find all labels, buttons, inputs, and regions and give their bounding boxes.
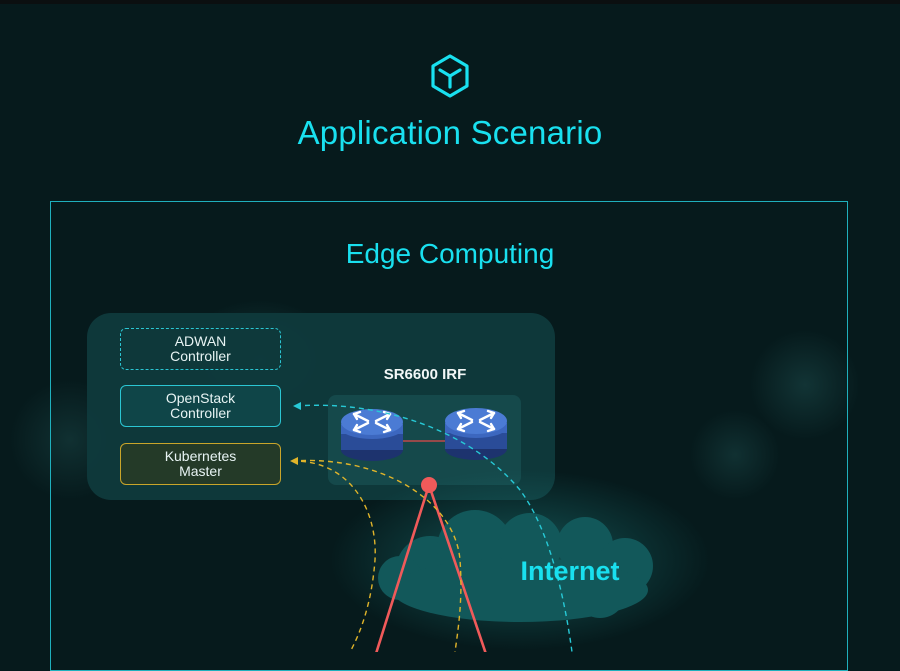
cube-icon [431, 54, 469, 98]
controller-role: Controller [170, 405, 231, 421]
controller-name: Kubernetes [164, 448, 237, 464]
internet-cloud [330, 470, 710, 650]
controller-name: ADWAN [174, 333, 227, 349]
openstack-controller-box: OpenStack Controller [120, 385, 281, 427]
kubernetes-master-box: Kubernetes Master [120, 443, 281, 485]
adwan-controller-box: ADWAN Controller [120, 328, 281, 370]
controller-name: OpenStack [165, 390, 236, 406]
router-icon [339, 407, 405, 463]
uplink-node [421, 477, 437, 493]
page-title: Application Scenario [297, 114, 603, 151]
section-title: Edge Computing [345, 238, 555, 269]
kubernetes-links [291, 459, 462, 652]
controller-role: Master [179, 463, 222, 479]
irf-label: SR6600 IRF [383, 366, 467, 383]
controller-role: Controller [170, 348, 231, 364]
internet-label: Internet [520, 556, 620, 586]
openstack-link [295, 404, 573, 652]
router-icon [443, 406, 509, 462]
network-diagram [290, 402, 710, 652]
uplink-lines [375, 484, 487, 652]
arrow-head [293, 402, 301, 410]
top-bar [0, 0, 900, 4]
arrow-head [290, 457, 298, 465]
